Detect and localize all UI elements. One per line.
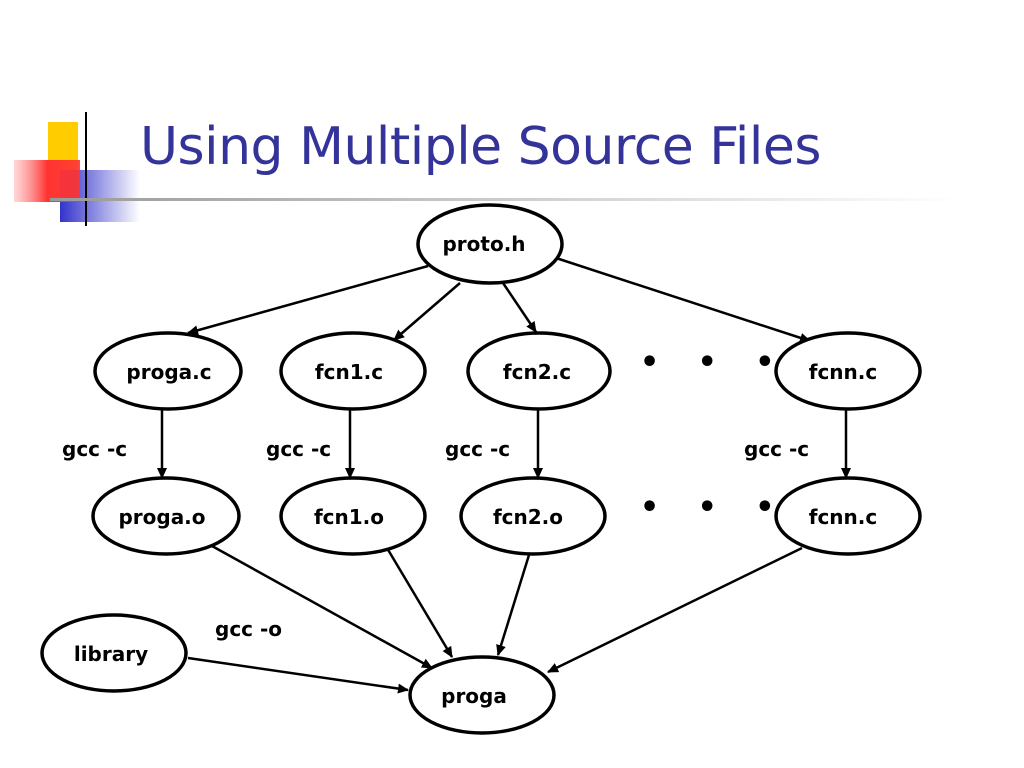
node-fcn1-c: [279, 331, 427, 411]
logo-red-block: [14, 160, 80, 202]
page-title: Using Multiple Source Files: [140, 117, 821, 177]
ellipsis-objects: • • •: [640, 490, 788, 525]
edge-library-to-proga: [187, 656, 409, 694]
label-fcn1-o: fcn1.o: [314, 505, 384, 529]
node-fcnn-out: [774, 476, 922, 556]
edge-proto-to-proga-c: [187, 264, 429, 336]
node-fcn2-o: [459, 476, 607, 556]
edge-label-compile-fcn2: gcc -c: [445, 437, 510, 461]
edge-label-compile-proga: gcc -c: [62, 437, 127, 461]
label-fcn2-c: fcn2.c: [503, 360, 571, 384]
nodes: [40, 203, 922, 735]
label-proto-h: proto.h: [442, 232, 525, 256]
node-proga: [408, 655, 556, 735]
edge-label-compile-fcnn: gcc -c: [744, 437, 809, 461]
edges: [157, 256, 851, 694]
ellipsis-sources: • • •: [640, 345, 788, 380]
label-proga-o: proga.o: [118, 505, 205, 529]
title-underline: [50, 198, 960, 201]
edge-fcn1-o-to-proga: [385, 547, 454, 658]
label-fcn1-c: fcn1.c: [315, 360, 383, 384]
node-fcn2-c: [466, 331, 612, 411]
node-proto-h: [416, 203, 564, 285]
edge-proto-to-fcn2-c: [501, 282, 538, 333]
node-proga-c: [93, 331, 243, 411]
node-fcnn-c: [774, 331, 922, 411]
label-fcn2-o: fcn2.o: [493, 505, 563, 529]
label-fcnn-out: fcnn.c: [809, 505, 878, 529]
label-library: library: [74, 642, 148, 666]
label-proga: proga: [441, 684, 507, 708]
edge-fcn2-o-to-proga: [496, 554, 531, 656]
edge-label-compile-fcn1: gcc -c: [266, 437, 331, 461]
node-proga-o: [91, 476, 241, 556]
edge-proto-to-fcnn-c: [555, 256, 811, 343]
node-library: [40, 613, 188, 693]
label-proga-c: proga.c: [126, 360, 211, 384]
node-fcn1-o: [279, 476, 427, 556]
edge-fcnn-out-to-proga: [547, 546, 803, 674]
edge-label-link: gcc -o: [215, 617, 282, 641]
edge-proto-to-fcn1-c: [393, 282, 461, 341]
label-fcnn-c: fcnn.c: [809, 360, 878, 384]
edge-proga-o-to-proga: [211, 544, 433, 670]
